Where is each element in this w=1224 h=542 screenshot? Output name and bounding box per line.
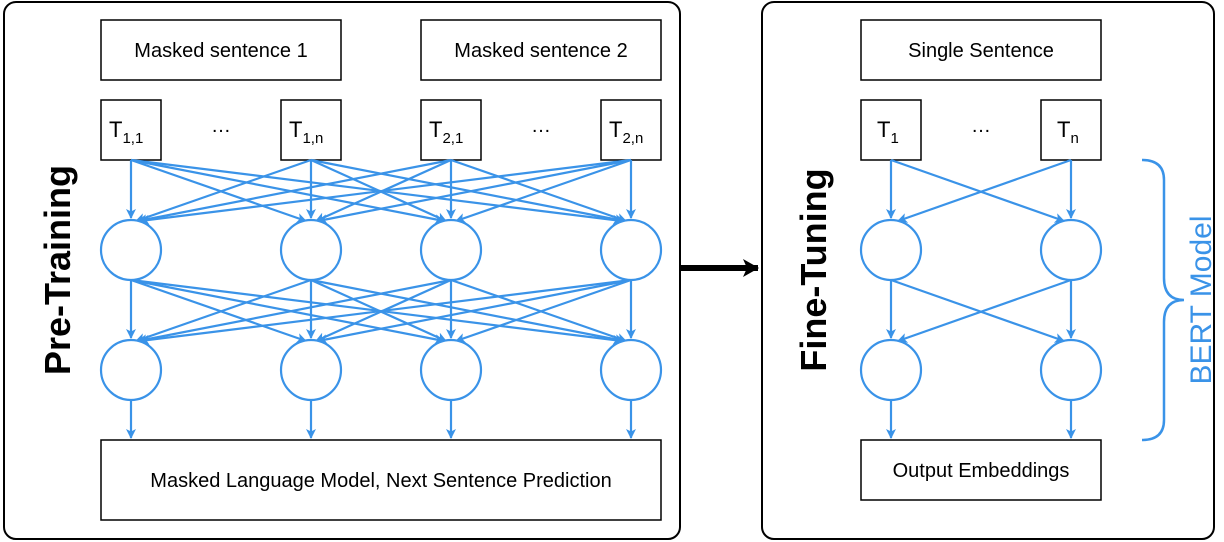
finetuning-output-label: Output Embeddings: [893, 460, 1070, 482]
neuron-node: [859, 338, 923, 402]
token-label: T1,1: [109, 117, 143, 147]
neuron-node: [419, 218, 483, 282]
neuron-node: [1039, 338, 1103, 402]
pretraining-output-label: Masked Language Model, Next Sentence Pre…: [150, 470, 611, 492]
neuron-node: [99, 218, 163, 282]
pretraining-edges-output: [126, 400, 636, 439]
pretraining-title: Pre-Training: [37, 165, 78, 375]
token-box: [420, 99, 482, 161]
neuron-node: [859, 218, 923, 282]
token-label: T2,1: [429, 117, 463, 147]
token-label: T1,n: [289, 117, 323, 147]
bert-model-brace: [1141, 158, 1185, 442]
token-box: [860, 99, 922, 161]
single-sentence-box: [860, 19, 1102, 81]
pretraining-edges-hidden: [126, 278, 636, 345]
token-label: T2,n: [609, 117, 643, 147]
token-ellipsis: …: [971, 115, 991, 137]
token-box: [100, 99, 162, 161]
token-box: [600, 99, 662, 161]
neuron-node: [99, 338, 163, 402]
token-label: Tn: [1057, 117, 1079, 147]
finetuning-title: Fine-Tuning: [793, 168, 834, 371]
token-box: [1040, 99, 1102, 161]
token-box: [280, 99, 342, 161]
masked-sentence-1-box: [100, 19, 342, 81]
token-ellipsis: …: [211, 115, 231, 137]
masked-sentence-1-label: Masked sentence 1: [134, 40, 307, 62]
single-sentence-label: Single Sentence: [908, 40, 1054, 62]
finetuning-edges: [886, 158, 1076, 439]
masked-sentence-2-box: [420, 19, 662, 81]
neuron-node: [599, 218, 663, 282]
pretraining-output-box: [100, 439, 662, 521]
neuron-node: [419, 338, 483, 402]
neuron-node: [279, 218, 343, 282]
pretraining-panel: [3, 1, 681, 540]
neuron-node: [279, 338, 343, 402]
bert-model-label: BERT Model: [1185, 216, 1218, 385]
pretraining-edges-input: [126, 158, 636, 225]
neuron-node: [599, 338, 663, 402]
token-label: T1: [877, 117, 899, 147]
token-ellipsis: …: [531, 115, 551, 137]
masked-sentence-2-label: Masked sentence 2: [454, 40, 627, 62]
neuron-node: [1039, 218, 1103, 282]
finetuning-output-box: [860, 439, 1102, 501]
